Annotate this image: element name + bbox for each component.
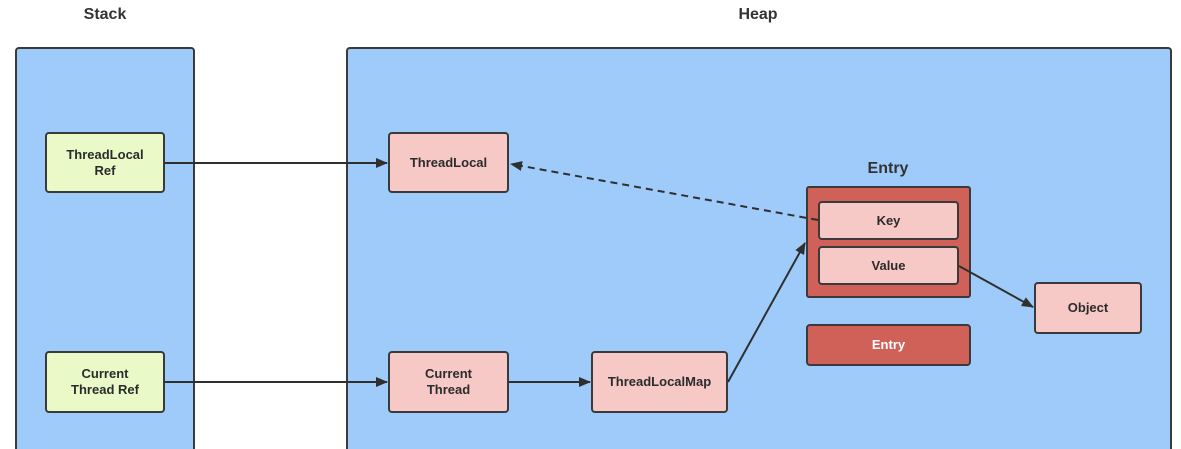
threadlocal-node: ThreadLocal — [388, 132, 509, 193]
entry-node-second: Entry — [806, 324, 971, 366]
object-node: Object — [1034, 282, 1142, 334]
arrow-threadlocalmap-to-entry — [727, 242, 806, 383]
current-thread-ref-node: Current Thread Ref — [45, 351, 165, 413]
arrow-key-to-threadlocal-dashed — [510, 161, 819, 221]
heap-title: Heap — [738, 6, 778, 23]
entry-key-node: Key — [818, 201, 959, 240]
threadlocalmap-node: ThreadLocalMap — [591, 351, 728, 413]
entry-title: Entry — [867, 160, 909, 177]
entry-value-node: Value — [818, 246, 959, 285]
arrow-value-to-object — [958, 265, 1034, 308]
current-thread-node: Current Thread — [388, 351, 509, 413]
threadlocal-ref-node: ThreadLocal Ref — [45, 132, 165, 193]
stack-title: Stack — [83, 6, 127, 23]
